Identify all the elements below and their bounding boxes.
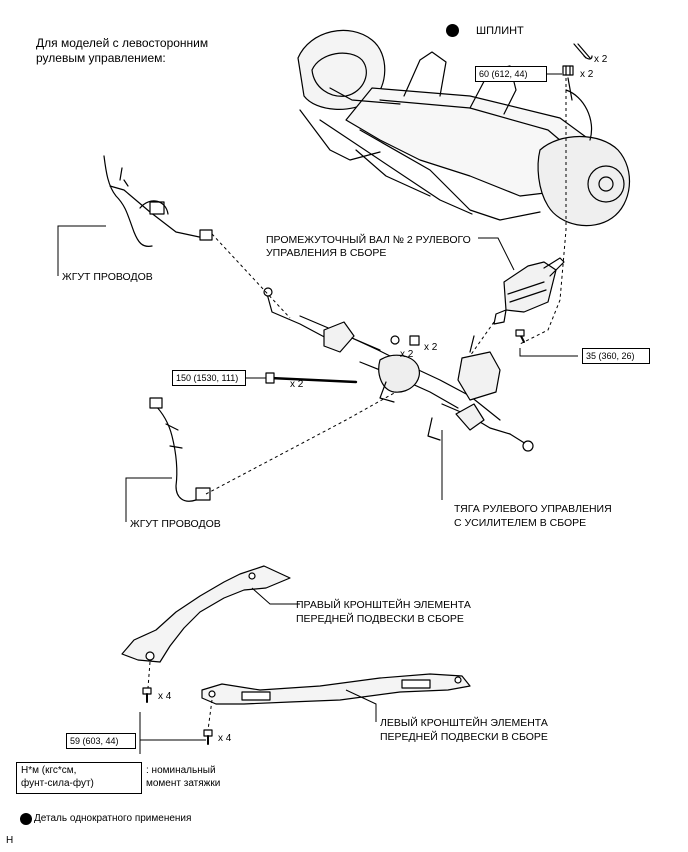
wire-harness-2-drawing <box>149 397 211 502</box>
legend-unit-desc-line-1: : номинальный <box>146 765 216 776</box>
front-subframe-drawing <box>297 29 631 227</box>
intermediate-shaft-label-line-2: УПРАВЛЕНИЯ В СБОРЕ <box>266 247 387 259</box>
legend-non-reusable-label: Деталь однократного применения <box>34 813 192 824</box>
right-bracket-label: ПРАВЫЙ КРОНШТЕЙН ЭЛЕМЕНТА ПЕРЕДНЕЙ ПОДВЕ… <box>296 598 471 626</box>
rack-bolts-drawing <box>265 329 525 384</box>
torque-150: 150 (1530, 111) <box>172 370 246 386</box>
steering-rack-drawing <box>263 287 534 452</box>
legend-non-reusable-icon <box>20 813 32 825</box>
bracket-bolt-qty-2: x 4 <box>218 733 232 744</box>
cotter-pin-qty: x 2 <box>594 54 608 65</box>
legend-unit-box: Н*м (кгс*см, фунт-сила-фут) <box>16 762 142 794</box>
bracket-bolt-qty-1: x 4 <box>158 691 172 702</box>
wire-harness-1-label: ЖГУТ ПРОВОДОВ <box>62 271 153 283</box>
intermediate-shaft-label-line-1: ПРОМЕЖУТОЧНЫЙ ВАЛ № 2 РУЛЕВОГО <box>266 234 471 246</box>
cotter-pin-drawing <box>573 43 593 60</box>
non-reusable-icon <box>446 24 459 37</box>
legend-unit-line-2: фунт-сила-фут) <box>21 778 94 789</box>
right-bracket-label-line-2: ПЕРЕДНЕЙ ПОДВЕСКИ В СБОРЕ <box>296 613 464 625</box>
legend-unit-line-1: Н*м (кгс*см, <box>21 765 77 776</box>
wire-harness-1-drawing <box>103 155 213 247</box>
lhd-note-line-1: Для моделей с левосторонним <box>36 36 209 50</box>
nut-qty-2: x 2 <box>424 342 438 353</box>
lhd-note: Для моделей с левосторонним рулевым упра… <box>36 36 208 66</box>
legend-unit-desc: : номинальный момент затяжки <box>146 764 220 790</box>
right-bracket-drawing <box>121 565 291 663</box>
steering-link-label-line-2: С УСИЛИТЕЛЕМ В СБОРЕ <box>454 517 587 529</box>
intermediate-shaft-drawing <box>493 257 565 325</box>
cotter-pin-label: ШПЛИНТ <box>476 25 524 37</box>
torque-60: 60 (612, 44) <box>475 66 547 82</box>
lhd-note-line-2: рулевым управлением: <box>36 51 166 65</box>
left-bracket-drawing <box>201 673 471 705</box>
nut-qty-1: x 2 <box>400 349 414 360</box>
corner-mark: H <box>6 835 14 846</box>
bolt-qty: x 2 <box>290 379 304 390</box>
intermediate-shaft-label: ПРОМЕЖУТОЧНЫЙ ВАЛ № 2 РУЛЕВОГО УПРАВЛЕНИ… <box>266 234 471 260</box>
right-bracket-label-line-1: ПРАВЫЙ КРОНШТЕЙН ЭЛЕМЕНТА <box>296 599 471 611</box>
dashed-alignment-lines <box>147 78 567 731</box>
steering-link-label-line-1: ТЯГА РУЛЕВОГО УПРАВЛЕНИЯ <box>454 503 612 515</box>
wire-harness-2-label: ЖГУТ ПРОВОДОВ <box>130 518 221 530</box>
torque-59: 59 (603, 44) <box>66 733 136 749</box>
left-bracket-label: ЛЕВЫЙ КРОНШТЕЙН ЭЛЕМЕНТА ПЕРЕДНЕЙ ПОДВЕС… <box>380 716 548 744</box>
steering-link-label: ТЯГА РУЛЕВОГО УПРАВЛЕНИЯ С УСИЛИТЕЛЕМ В … <box>454 502 612 530</box>
left-bracket-label-line-1: ЛЕВЫЙ КРОНШТЕЙН ЭЛЕМЕНТА <box>380 717 548 729</box>
castle-nut-qty: x 2 <box>580 69 594 80</box>
torque-35: 35 (360, 26) <box>582 348 650 364</box>
left-bracket-label-line-2: ПЕРЕДНЕЙ ПОДВЕСКИ В СБОРЕ <box>380 731 548 743</box>
leader-lines <box>57 73 578 754</box>
legend-unit-desc-line-2: момент затяжки <box>146 778 221 789</box>
castle-nut-drawing <box>562 65 574 76</box>
